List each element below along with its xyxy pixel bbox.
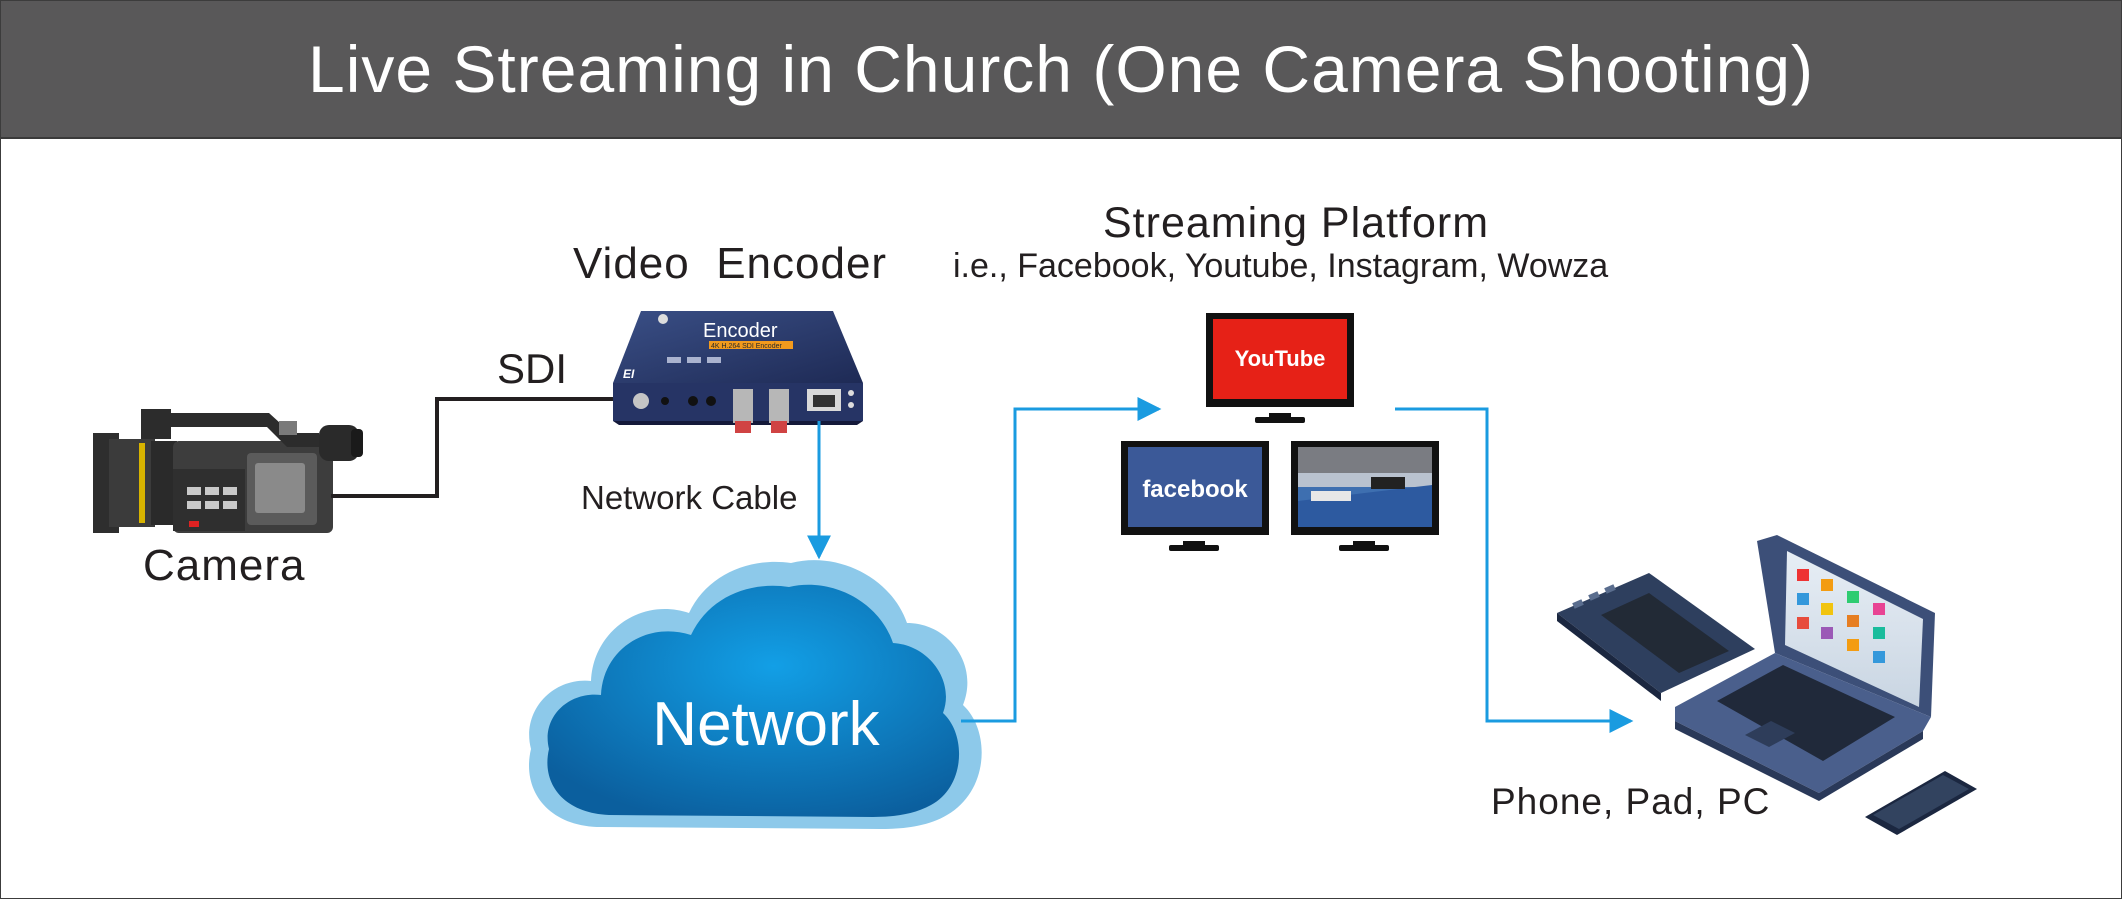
youtube-monitor-icon [1206, 313, 1354, 423]
network-cloud-icon [528, 560, 982, 829]
camera-icon [93, 409, 363, 533]
tablet-icon [1557, 573, 1755, 701]
encoder-label: Video Encoder [573, 239, 888, 288]
encoder-device-text: Encoder [703, 320, 778, 342]
laptop-icon [1675, 535, 1935, 801]
title-bar: Live Streaming in Church (One Camera Sho… [1, 1, 2121, 139]
race-video-monitor-icon [1291, 441, 1439, 551]
network-label: Network [652, 690, 880, 759]
encoder-model-label: EI [623, 367, 635, 381]
facebook-monitor-icon [1121, 441, 1269, 551]
platform-label: Streaming Platform [1103, 199, 1490, 247]
phone-icon [1865, 771, 1977, 835]
network-cable-label: Network Cable [581, 479, 798, 516]
platform-sublabel: i.e., Facebook, Youtube, Instagram, Wowz… [953, 247, 1609, 285]
page-title: Live Streaming in Church (One Camera Sho… [307, 32, 1815, 106]
encoder-device-subtext: 4K H.264 SDI Encoder [711, 343, 782, 350]
sdi-cable [331, 397, 637, 498]
sdi-label: SDI [497, 345, 568, 392]
platform-to-devices-arrow [1395, 407, 1634, 733]
network-to-platform-arrow [961, 397, 1162, 723]
camera-label: Camera [143, 541, 306, 590]
facebook-logo-text: facebook [1142, 476, 1248, 503]
devices-label: Phone, Pad, PC [1491, 781, 1771, 822]
youtube-logo-text: YouTube [1235, 346, 1326, 371]
encoder-device-icon [613, 311, 863, 433]
